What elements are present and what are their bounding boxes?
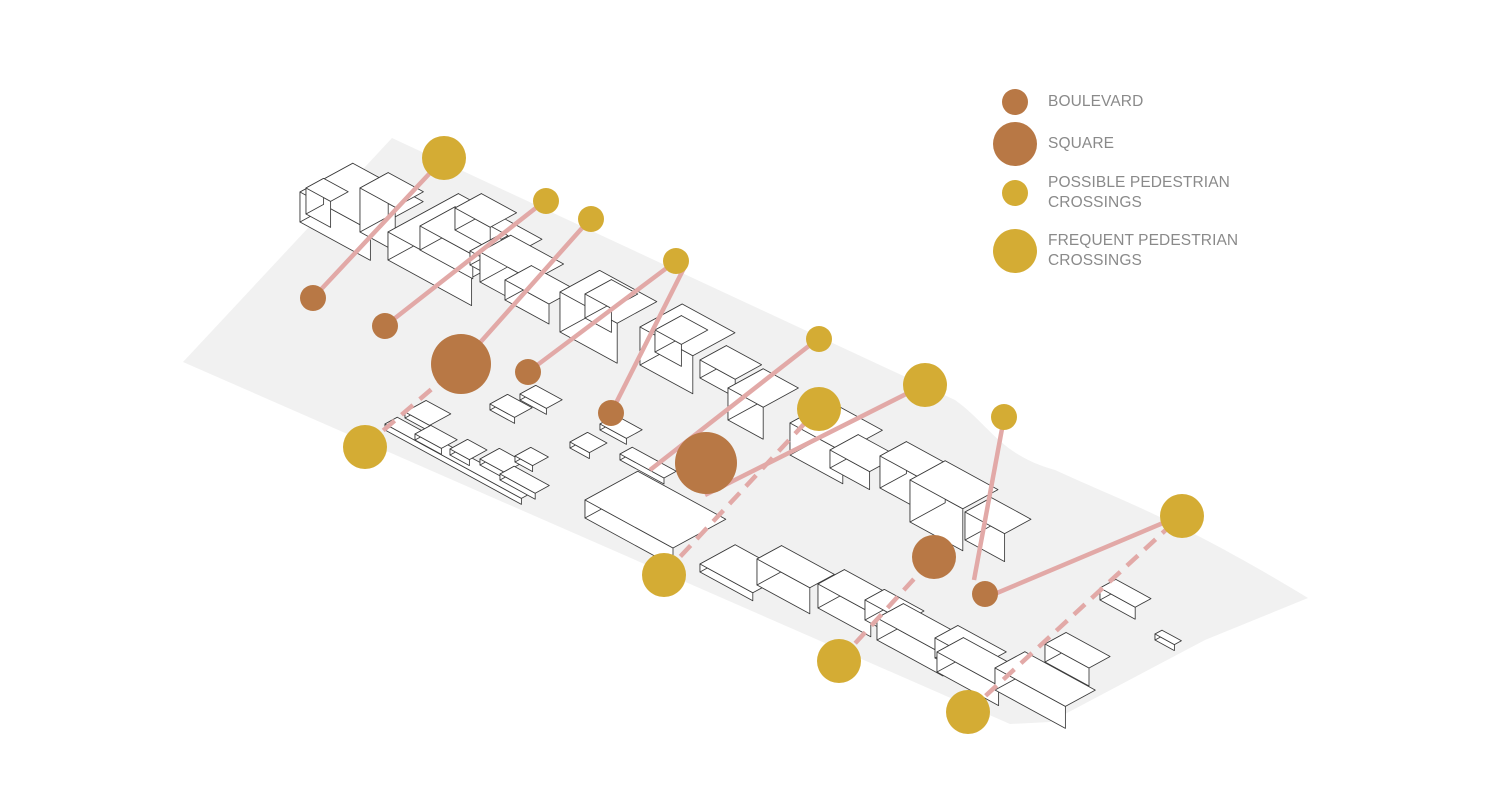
connector-line: [648, 336, 821, 472]
legend-item-frequent-crossing: FREQUENT PEDESTRIAN CROSSINGS: [985, 229, 1238, 273]
connector-line: [608, 266, 687, 415]
frequent-crossing-node: [817, 639, 861, 683]
building-block: [449, 438, 488, 467]
possible-crossing-node: [806, 326, 832, 352]
legend-item-square: SQUARE: [985, 122, 1114, 166]
possible-crossing-node: [991, 404, 1017, 430]
building-block: [489, 393, 533, 424]
building-block: [499, 465, 550, 500]
nodes: [300, 136, 1204, 734]
connector-line: [971, 417, 1007, 581]
building-roof: [1044, 632, 1111, 669]
building-roof: [414, 424, 458, 449]
legend-item-boulevard: BOULEVARD: [985, 89, 1143, 115]
connector-line: [984, 512, 1183, 601]
building-roof: [449, 438, 488, 461]
frequent-crossing-node: [903, 363, 947, 407]
building-block: [504, 265, 576, 325]
legend-label-boulevard: BOULEVARD: [1048, 93, 1144, 110]
square-node: [431, 334, 491, 394]
building-block: [964, 497, 1032, 563]
square-swatch-icon: [993, 122, 1037, 166]
building-block: [479, 447, 525, 479]
buildings: [299, 162, 1182, 729]
frequent-crossing-node: [1160, 494, 1204, 538]
building-roof: [489, 393, 533, 418]
building-roof: [654, 315, 709, 345]
building-roof: [994, 651, 1096, 707]
square-node: [912, 535, 956, 579]
connector-line: [703, 382, 926, 498]
building-roof: [499, 465, 550, 494]
frequent-crossing-node: [343, 425, 387, 469]
building-roof: [519, 384, 563, 409]
boulevard-node: [515, 359, 541, 385]
connector-line: [311, 156, 446, 300]
building-block: [756, 545, 835, 615]
frequent-crossing-swatch-icon: [993, 229, 1037, 273]
building-roof: [909, 460, 999, 510]
building-roof: [699, 345, 763, 380]
building-block: [404, 400, 452, 432]
building-roof: [454, 193, 518, 228]
possible-crossing-node: [533, 188, 559, 214]
legend-label-frequent-crossing: FREQUENT PEDESTRIAN CROSSINGS: [1048, 232, 1239, 269]
possible-crossing-swatch-icon: [1002, 180, 1028, 206]
legend-item-possible-crossing: POSSIBLE PEDESTRIAN CROSSINGS: [985, 173, 1230, 213]
building-block: [1154, 629, 1182, 652]
building-block: [654, 315, 709, 367]
square-node: [675, 432, 737, 494]
building-block: [699, 345, 763, 398]
possible-crossing-node: [663, 248, 689, 274]
building-block: [414, 424, 458, 455]
building-block: [584, 470, 727, 567]
building-roof: [305, 177, 349, 202]
building-block: [909, 460, 999, 552]
building-roof: [756, 545, 835, 589]
boulevard-node: [300, 285, 326, 311]
building-roof: [1154, 629, 1182, 646]
legend-label-square: SQUARE: [1048, 135, 1115, 152]
boulevard-swatch-icon: [1002, 89, 1028, 115]
building-block: [1044, 632, 1111, 687]
building-block: [1099, 578, 1152, 620]
connector-line: [459, 216, 593, 366]
connector-line: [526, 259, 678, 374]
frequent-crossing-node: [642, 553, 686, 597]
dashed-connector: [966, 513, 1184, 714]
building-roof: [569, 431, 608, 454]
boulevard-node: [598, 400, 624, 426]
building-roof: [514, 446, 549, 467]
possible-crossing-node: [578, 206, 604, 232]
building-roof: [404, 400, 452, 426]
boulevard-node: [372, 313, 398, 339]
building-roof: [584, 470, 727, 549]
building-roof: [964, 497, 1032, 535]
dashed-connector: [662, 406, 821, 576]
legend-label-possible-crossing: POSSIBLE PEDESTRIAN CROSSINGS: [1048, 174, 1230, 211]
building-block: [305, 177, 349, 228]
connector-line: [383, 198, 548, 328]
frequent-crossing-node: [422, 136, 466, 180]
building-block: [514, 446, 549, 473]
building-block: [569, 431, 608, 460]
boulevard-node: [972, 581, 998, 607]
building-block: [519, 384, 563, 415]
frequent-crossing-node: [946, 690, 990, 734]
building-roof: [727, 368, 799, 408]
building-block: [454, 193, 518, 250]
frequent-crossing-node: [797, 387, 841, 431]
